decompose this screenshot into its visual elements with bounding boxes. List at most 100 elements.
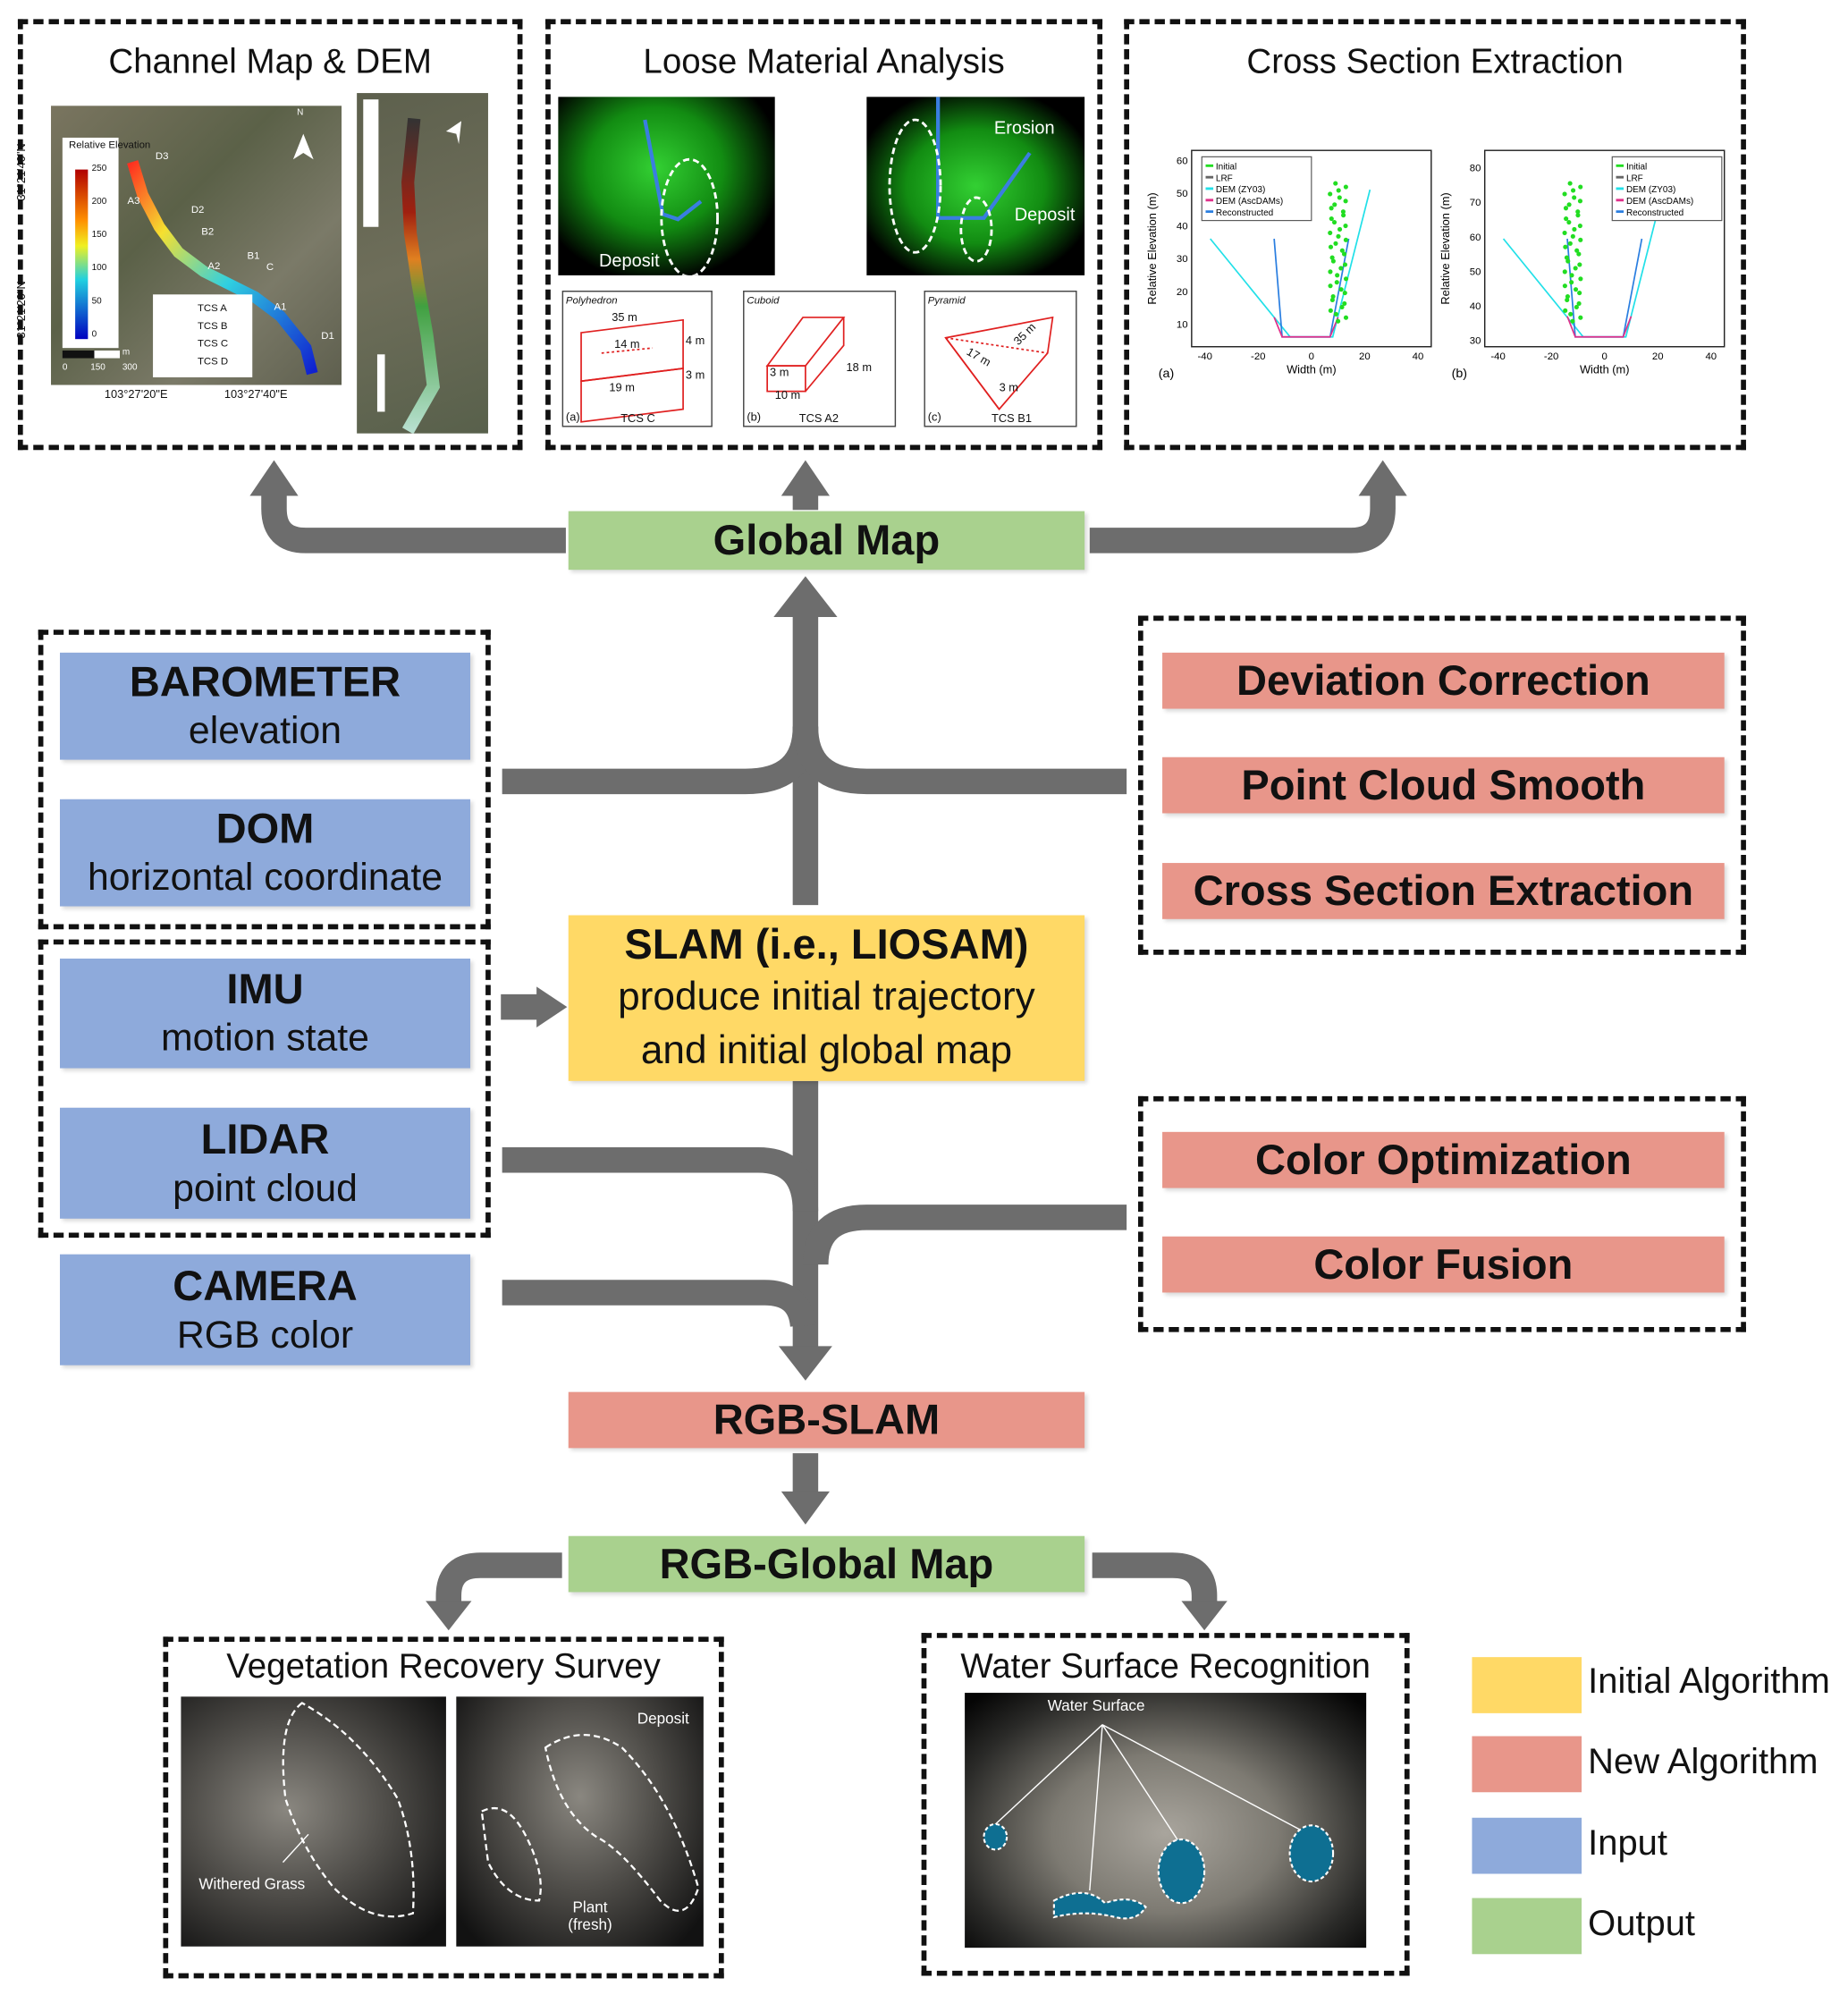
series-initial-point bbox=[1564, 216, 1569, 222]
water-panel: Water Surface Recognition bbox=[921, 1633, 1410, 1976]
legend-tcs-a: TCS A bbox=[197, 301, 227, 314]
legend-tcs-c: TCS C bbox=[197, 337, 229, 350]
series-initial-point bbox=[1577, 262, 1582, 267]
y-tick-label: 10 bbox=[1177, 319, 1188, 330]
node-title: LIDAR bbox=[200, 1114, 330, 1162]
panel-title: Vegetation Recovery Survey bbox=[226, 1646, 661, 1686]
legend-swatch-new bbox=[1472, 1736, 1582, 1793]
legend-entry: LRF bbox=[1216, 173, 1233, 183]
shape-name: Cuboid bbox=[747, 294, 780, 307]
series-initial-point bbox=[1328, 191, 1333, 197]
withered-grass-label: Withered Grass bbox=[198, 1874, 306, 1893]
x-tick-label: -20 bbox=[1544, 351, 1558, 362]
legend-initial-algorithm: Initial Algorithm bbox=[1588, 1661, 1830, 1701]
node-label: Cross Section Extraction bbox=[1193, 866, 1694, 915]
channel-map-image: Relative Elevation 250 200 150 100 50 0 … bbox=[51, 106, 342, 385]
imu-node: IMU motion state bbox=[59, 958, 471, 1069]
cross-section-extraction-node: Cross Section Extraction bbox=[1162, 863, 1725, 919]
y-tick-label: 60 bbox=[1177, 156, 1188, 166]
y-tick-label: 60 bbox=[1470, 232, 1481, 243]
series-initial-point bbox=[1562, 283, 1567, 289]
series-initial-point bbox=[1571, 188, 1576, 193]
legend-swatch-output bbox=[1472, 1898, 1582, 1955]
erosion-label: Erosion bbox=[993, 117, 1055, 138]
rgb-global-map-node: RGB-Global Map bbox=[568, 1535, 1085, 1593]
y-tick-label: 20 bbox=[1177, 287, 1188, 298]
point-label: D1 bbox=[321, 330, 334, 342]
node-label: RGB-SLAM bbox=[713, 1395, 941, 1443]
y-tick-label: 50 bbox=[1177, 189, 1188, 199]
deposit-pointcloud-image: Deposit bbox=[558, 97, 775, 275]
node-title: BAROMETER bbox=[129, 657, 401, 706]
series-initial-point bbox=[1572, 226, 1577, 232]
global-map-node: Global Map bbox=[568, 511, 1085, 571]
node-label: Point Cloud Smooth bbox=[1241, 761, 1646, 808]
arrowhead bbox=[778, 1346, 832, 1381]
point-label: A1 bbox=[274, 300, 287, 313]
dim-label: 14 m bbox=[614, 337, 640, 351]
dim-label: 3 m bbox=[770, 366, 789, 379]
legend-entry: Initial bbox=[1216, 163, 1236, 173]
x-tick-label: 20 bbox=[1652, 351, 1664, 362]
legend-swatch-initial bbox=[1472, 1657, 1582, 1713]
series-initial-point bbox=[1336, 318, 1341, 324]
node-title: CAMERA bbox=[173, 1261, 358, 1309]
north-label: N bbox=[297, 108, 304, 118]
series-initial-point bbox=[1578, 237, 1583, 242]
arrow-rgbglobal-to-water bbox=[1092, 1552, 1218, 1604]
arrowhead bbox=[426, 1601, 472, 1631]
line-lidar bbox=[502, 1146, 819, 1212]
shape-name: Polyhedron bbox=[565, 294, 618, 307]
series-initial-point bbox=[1562, 269, 1567, 275]
dim-label: 10 m bbox=[774, 388, 801, 402]
polyhedron-box: Polyhedron 35 m 14 m 4 m 3 m 19 m (a) TC… bbox=[561, 291, 713, 427]
x-tick-label: 20 bbox=[1359, 351, 1371, 362]
cross-section-panel: Cross Section Extraction bbox=[1124, 19, 1746, 451]
node-subtitle: elevation bbox=[188, 710, 342, 753]
legend-tcs-b: TCS B bbox=[197, 319, 228, 332]
series-initial-point bbox=[1342, 262, 1348, 267]
series-initial-point bbox=[1563, 308, 1568, 313]
node-title: DOM bbox=[215, 804, 315, 852]
barometer-node: BAROMETER elevation bbox=[59, 652, 471, 760]
x-tick-label: -40 bbox=[1197, 351, 1211, 362]
series-initial-point bbox=[1574, 304, 1579, 309]
dim-label: 3 m bbox=[685, 368, 705, 382]
y-tick-label: 80 bbox=[1470, 164, 1481, 174]
node-title: IMU bbox=[226, 965, 304, 1012]
series-initial-point bbox=[1574, 248, 1580, 253]
point-label: C bbox=[266, 261, 274, 274]
series-initial-point bbox=[1577, 291, 1582, 296]
node-label: Global Map bbox=[713, 516, 941, 564]
arrow-global-to-channel bbox=[261, 492, 566, 554]
node-subtitle: RGB color bbox=[176, 1313, 354, 1357]
water-surface-label: Water Surface bbox=[1047, 1696, 1145, 1715]
line-baro-dom bbox=[502, 725, 819, 795]
series-initial-point bbox=[1569, 273, 1574, 278]
series-initial-point bbox=[1576, 300, 1582, 307]
dim-label: 4 m bbox=[685, 334, 705, 347]
lon-label: 103°27'40"E bbox=[224, 387, 288, 401]
series-initial-point bbox=[1339, 248, 1345, 253]
series-initial-point bbox=[1333, 181, 1338, 186]
colorbar-tick: 200 bbox=[91, 197, 107, 207]
legend-entry: DEM (AscDAMs) bbox=[1626, 197, 1693, 207]
series-initial-point bbox=[1333, 241, 1338, 246]
y-tick-label: 30 bbox=[1177, 254, 1188, 265]
legend-entry: LRF bbox=[1626, 173, 1643, 183]
series-initial-point bbox=[1343, 237, 1348, 242]
legend-entry: Reconstructed bbox=[1626, 208, 1683, 218]
dim-label: 35 m bbox=[612, 310, 637, 325]
series-initial-point bbox=[1563, 206, 1569, 211]
node-subtitle: point cloud bbox=[173, 1167, 358, 1210]
series-initial-point bbox=[1342, 300, 1347, 307]
node-subtitle: motion state bbox=[161, 1017, 369, 1060]
series-initial-point bbox=[1573, 287, 1579, 292]
x-tick-label: -20 bbox=[1251, 351, 1265, 362]
node-subtitle: and initial global map bbox=[640, 1027, 1013, 1072]
x-tick-label: 40 bbox=[1705, 351, 1717, 362]
scale-unit: m bbox=[122, 348, 131, 358]
series-initial-point bbox=[1343, 223, 1348, 229]
scale-tick: 0 bbox=[62, 363, 68, 373]
